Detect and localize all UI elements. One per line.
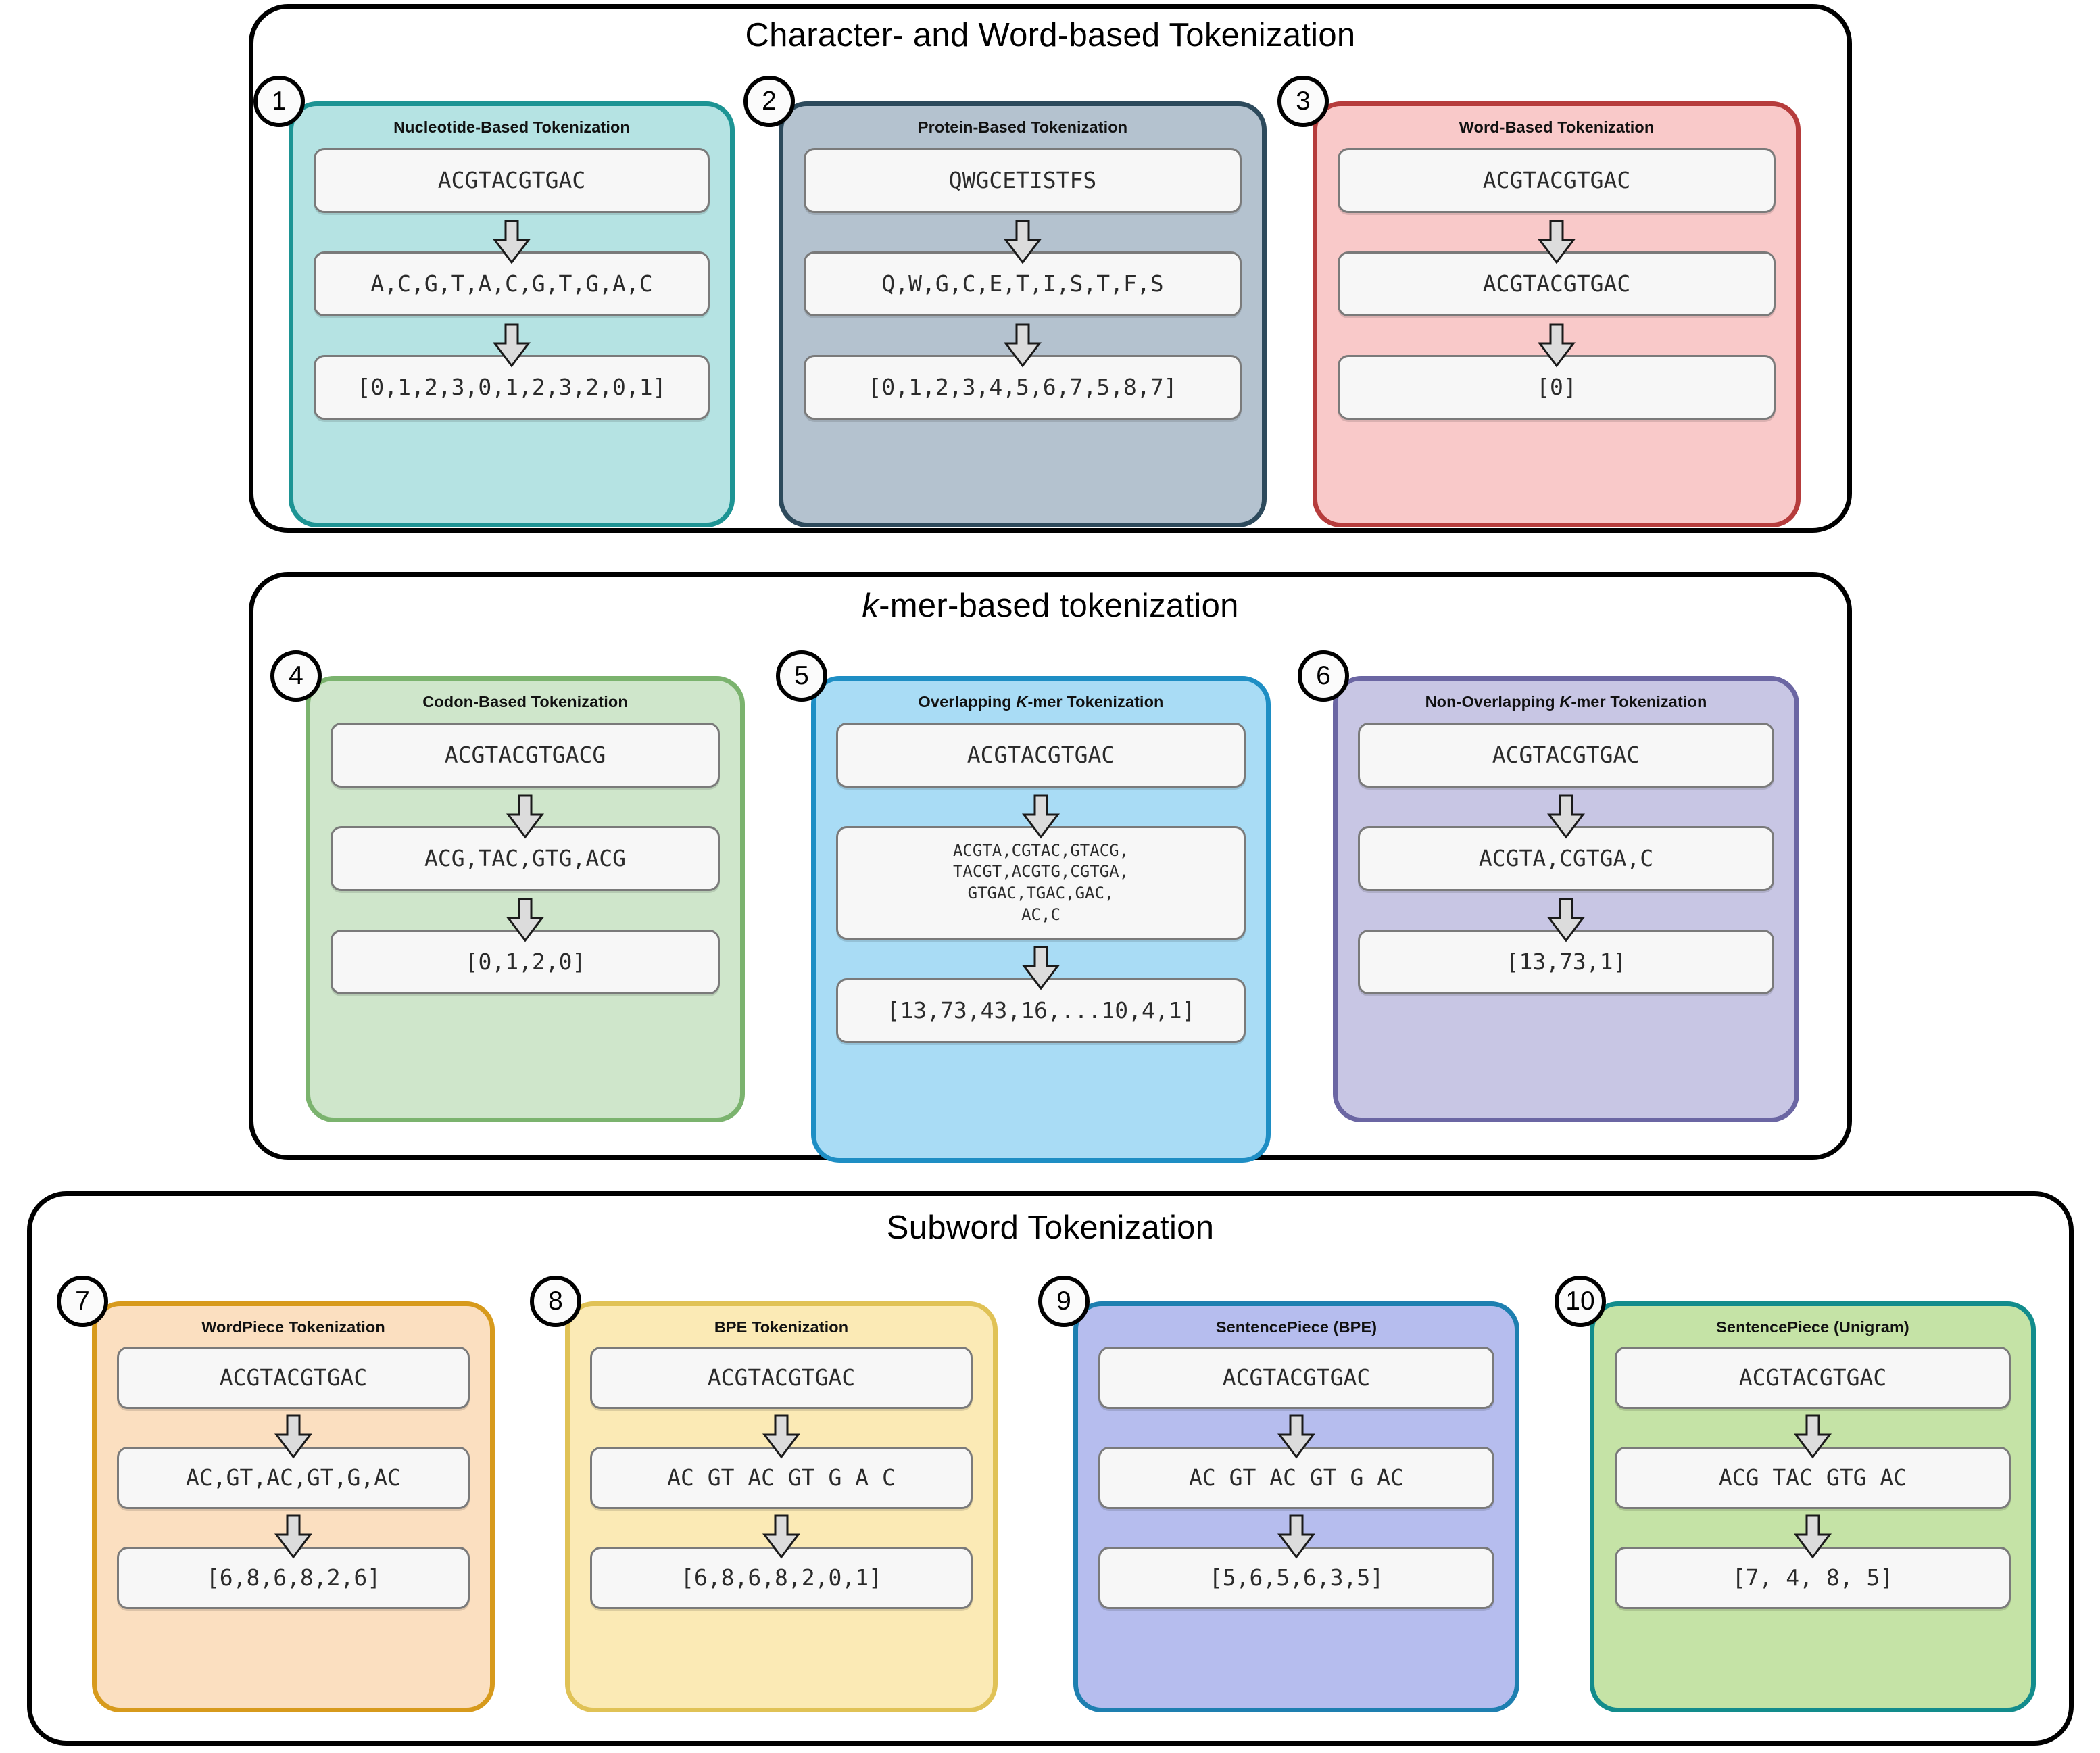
section-title-subword: Subword Tokenization (886, 1209, 1215, 1246)
down-arrow-icon (1537, 220, 1576, 264)
panel-7-step-1-box: ACGTACGTGAC (117, 1347, 470, 1409)
panel-number-badge-10: 10 (1555, 1276, 1606, 1327)
panel-number-badge-9: 9 (1038, 1276, 1090, 1327)
down-arrow-icon (274, 1414, 313, 1459)
panel-8-step-1-box: ACGTACGTGAC (590, 1347, 973, 1409)
down-arrow-icon (274, 1514, 313, 1559)
panel-title-suffix: -mer Tokenization (1027, 693, 1164, 711)
down-arrow-icon (1537, 323, 1576, 368)
panel-title-9: SentencePiece (BPE) (1215, 1318, 1377, 1336)
down-arrow-icon (1003, 323, 1042, 368)
panel-title-3: Word-Based Tokenization (1459, 118, 1655, 136)
down-arrow-icon (506, 898, 545, 942)
panel-10-step-1-box: ACGTACGTGAC (1615, 1347, 2011, 1409)
panel-title-4: Codon-Based Tokenization (422, 693, 628, 711)
panel-title-5: Overlapping K-mer Tokenization (823, 693, 1259, 711)
panel-title-prefix: Overlapping (918, 693, 1017, 711)
panel-number-badge-1: 1 (253, 76, 305, 127)
kmer-italic-k: k (862, 587, 879, 624)
panel-title-italic-k: K (1016, 693, 1028, 711)
down-arrow-icon (1546, 898, 1586, 942)
down-arrow-icon (1277, 1414, 1316, 1459)
down-arrow-icon (1793, 1514, 1832, 1559)
down-arrow-icon (492, 323, 531, 368)
panel-6-step-3-box: [13,73,1] (1358, 930, 1774, 994)
panel-number-badge-8: 8 (530, 1276, 581, 1327)
down-arrow-icon (1021, 946, 1060, 990)
panel-2-step-1-box: QWGCETISTFS (804, 148, 1242, 213)
section-title-character-word: Character- and Word-based Tokenization (745, 17, 1356, 53)
panel-title-2: Protein-Based Tokenization (917, 118, 1128, 136)
panel-9-step-1-box: ACGTACGTGAC (1098, 1347, 1494, 1409)
panel-4-step-1-box: ACGTACGTGACG (331, 723, 720, 788)
panel-title-1: Nucleotide-Based Tokenization (393, 118, 630, 136)
down-arrow-icon (1793, 1414, 1832, 1459)
panel-4-step-3-box: [0,1,2,0] (331, 930, 720, 994)
panel-5-step-1-box: ACGTACGTGAC (836, 723, 1246, 788)
down-arrow-icon (762, 1514, 801, 1559)
panel-title-10: SentencePiece (Unigram) (1716, 1318, 1909, 1336)
down-arrow-icon (1277, 1514, 1316, 1559)
panel-7-step-3-box: [6,8,6,8,2,6] (117, 1547, 470, 1609)
panel-8-step-3-box: [6,8,6,8,2,0,1] (590, 1547, 973, 1609)
kmer-title-rest: -mer-based tokenization (879, 587, 1239, 624)
tokenization-panel-9: SentencePiece (BPE) ACGTACGTGAC AC GT AC G… (1073, 1301, 1519, 1712)
panel-5-step-2-box: ACGTA,CGTAC,GTACG, TACGT,ACGTG,CGTGA, GT… (836, 826, 1246, 940)
panel-title-6: Non-Overlapping K-mer Tokenization (1344, 693, 1788, 711)
panel-1-step-1-box: ACGTACGTGAC (314, 148, 710, 213)
down-arrow-icon (1003, 220, 1042, 264)
panel-9-step-2-box: AC GT AC GT G AC (1098, 1447, 1494, 1509)
panel-10-step-2-box: ACG TAC GTG AC (1615, 1447, 2011, 1509)
section-title-kmer: k-mer-based tokenization (253, 587, 1847, 625)
panel-number-badge-7: 7 (57, 1276, 108, 1327)
panel-3-step-1-box: ACGTACGTGAC (1338, 148, 1776, 213)
panel-6-step-1-box: ACGTACGTGAC (1358, 723, 1774, 788)
down-arrow-icon (1021, 794, 1060, 839)
panel-number-badge-5: 5 (776, 650, 827, 702)
panel-number-badge-6: 6 (1298, 650, 1349, 702)
panel-number-badge-3: 3 (1277, 76, 1329, 127)
tokenization-panel-10: SentencePiece (Unigram) ACGTACGTGAC ACG TA… (1590, 1301, 2036, 1712)
down-arrow-icon (492, 220, 531, 264)
panel-title-8: BPE Tokenization (714, 1318, 849, 1336)
panel-title-7: WordPiece Tokenization (201, 1318, 385, 1336)
down-arrow-icon (506, 794, 545, 839)
panel-title-prefix: Non-Overlapping (1425, 693, 1560, 711)
down-arrow-icon (1546, 794, 1586, 839)
panel-title-italic-k: K (1559, 693, 1571, 711)
panel-number-badge-4: 4 (270, 650, 322, 702)
panel-number-badge-2: 2 (743, 76, 795, 127)
panel-title-suffix: -mer Tokenization (1571, 693, 1707, 711)
down-arrow-icon (762, 1414, 801, 1459)
